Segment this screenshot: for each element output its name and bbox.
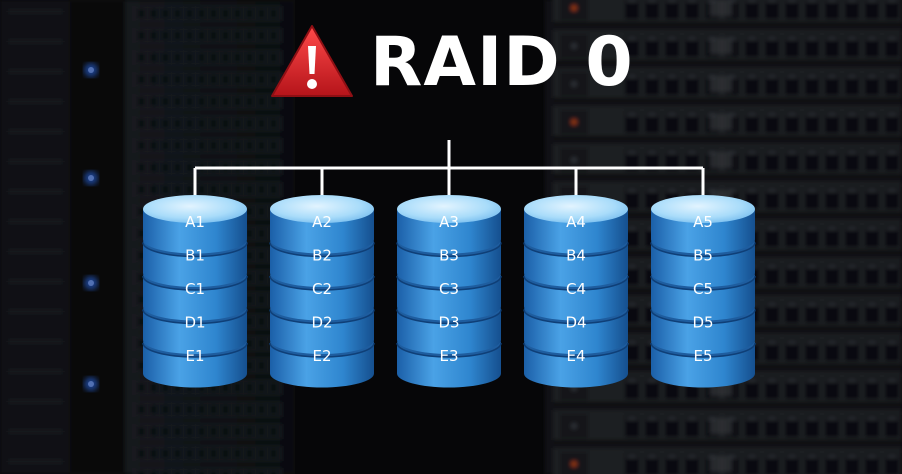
block-label: A5 [693,213,713,231]
block-label: B4 [566,247,586,265]
block-label: C1 [185,280,205,298]
warning-triangle-icon [271,25,353,97]
block-label: A1 [185,213,205,231]
disk-layer [143,195,247,254]
block-label: E3 [439,347,458,365]
block-label: E4 [566,347,585,365]
title-row: RAID 0 [268,20,633,106]
block-label: C3 [439,280,459,298]
block-label: B5 [693,247,713,265]
block-label: B1 [185,247,205,265]
block-label: A2 [312,213,332,231]
block-label: B2 [312,247,332,265]
disk-layer [270,195,374,254]
block-label: E1 [185,347,204,365]
block-label: A4 [566,213,586,231]
block-label: E5 [693,347,712,365]
block-label: D5 [692,314,713,332]
disk-layer [524,195,628,254]
block-label: D4 [565,314,586,332]
disk-layer [397,195,501,254]
disk-layer [651,195,755,254]
block-label: B3 [439,247,459,265]
block-label: D1 [184,314,205,332]
page-title: RAID 0 [370,23,634,102]
block-label: E2 [312,347,331,365]
block-label: D3 [438,314,459,332]
block-label: C2 [312,280,332,298]
block-label: D2 [311,314,332,332]
block-label: C5 [693,280,713,298]
block-label: A3 [439,213,459,231]
block-label: C4 [566,280,586,298]
